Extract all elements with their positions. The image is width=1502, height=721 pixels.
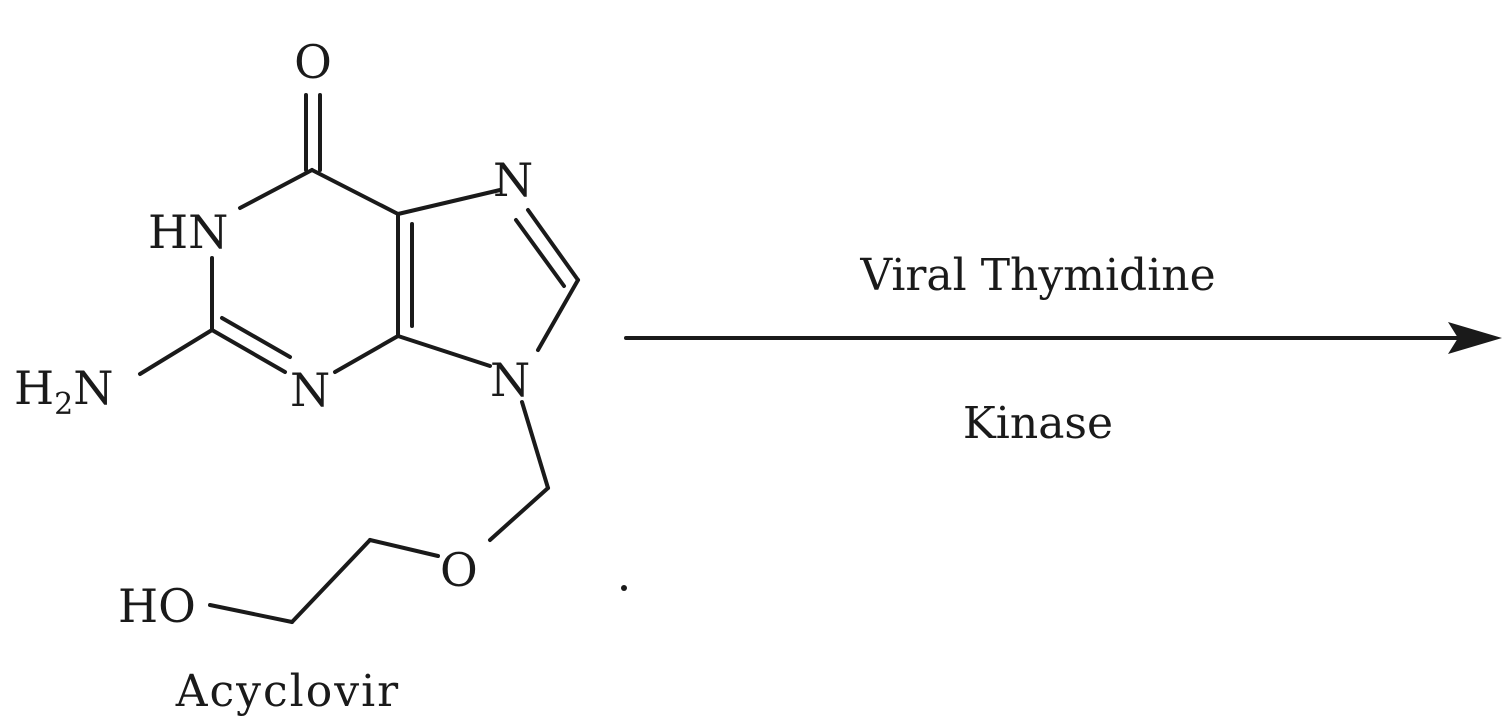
amine-n: N <box>73 361 113 415</box>
atom-carbonyl-oxygen: O <box>294 35 332 89</box>
bond-c6-c5 <box>310 168 400 216</box>
reagent-label-line2: Kinase <box>963 398 1113 449</box>
bond-c5-n7 <box>396 188 502 216</box>
bond-ch2-ch2 <box>290 538 372 624</box>
acyclovir-structure <box>138 93 580 624</box>
amine-h: H <box>14 361 54 415</box>
bond-n9-ch2 <box>520 400 550 490</box>
bond-c6-n1 <box>238 168 314 210</box>
stray-dot <box>621 585 627 591</box>
bond-n7-c8-a <box>526 208 580 282</box>
atom-n1: HN <box>148 205 228 259</box>
atom-n7: N <box>493 153 533 207</box>
bond-c2-n3-a <box>210 328 287 374</box>
atom-n3: N <box>290 363 330 417</box>
arrow-head <box>1448 322 1502 354</box>
atom-labels: O HN N N N H2N O HO Acyclovir <box>14 35 533 717</box>
molecule-name: Acyclovir <box>175 666 400 717</box>
bond-ch2-o <box>488 486 550 542</box>
atom-n9: N <box>490 353 530 407</box>
reaction-arrow <box>624 322 1502 354</box>
atom-ether-oxygen: O <box>440 543 478 597</box>
atom-hydroxyl: HO <box>118 579 196 633</box>
bond-c8-n9 <box>536 278 580 352</box>
bond-o-ch2 <box>368 538 440 558</box>
bond-n7-c8-b <box>514 218 566 288</box>
bond-c2-n3-b <box>220 316 292 359</box>
bond-n9-c4 <box>396 334 492 368</box>
bond-ch2-ho <box>208 603 294 624</box>
bond-c2-nh2 <box>138 328 214 376</box>
reagent-label-line1: Viral Thymidine <box>859 250 1215 301</box>
bond-n3-c4 <box>333 334 400 374</box>
amine-subscript: 2 <box>54 387 73 422</box>
atom-amine: H2N <box>14 361 113 422</box>
